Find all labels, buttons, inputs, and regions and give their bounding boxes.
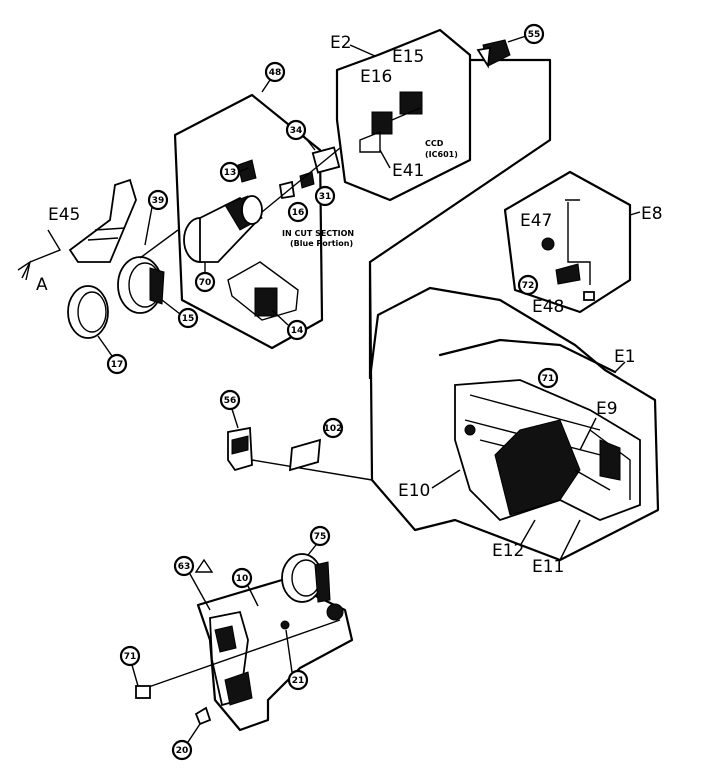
panel-48: 48 13 70 14 (173, 61, 324, 350)
callout-75: 75 (314, 532, 327, 542)
label-e15: E15 (392, 47, 424, 67)
parts-34-31-16: 34 31 16 IN CUT SECTION (Blue Portion) (261, 119, 354, 248)
label-e9: E9 (596, 399, 618, 419)
label-e2: E2 (330, 33, 352, 53)
label-e12: E12 (492, 541, 524, 561)
label-blue-portion: (Blue Portion) (290, 239, 353, 248)
label-e47: E47 (520, 211, 552, 231)
label-e11: E11 (532, 557, 564, 577)
callout-31: 31 (319, 192, 332, 202)
callout-14: 14 (291, 326, 304, 336)
callout-56: 56 (224, 396, 237, 406)
label-e1: E1 (614, 347, 636, 367)
callout-34: 34 (290, 126, 303, 136)
label-e10: E10 (398, 481, 430, 501)
label-e41: E41 (392, 161, 424, 181)
callout-39: 39 (152, 196, 165, 206)
callout-63: 63 (178, 562, 191, 572)
callout-21: 21 (292, 676, 305, 686)
callout-102: 102 (324, 424, 343, 434)
outline-e1-group (368, 260, 660, 562)
callout-71: 71 (124, 652, 137, 662)
callout-70: 70 (199, 278, 212, 288)
label-cut-section: IN CUT SECTION (282, 229, 354, 238)
panel-e8: E8 E47 72 E48 (503, 170, 663, 317)
ccd-holder-part (371, 111, 393, 135)
callout-10: 10 (236, 574, 249, 584)
label-ccd: CCD (425, 139, 444, 148)
callout-17: 17 (111, 360, 124, 370)
ccd-block-part (399, 91, 423, 115)
label-a: A (36, 275, 48, 295)
label-e48: E48 (532, 297, 564, 317)
part-55: 55 (476, 23, 545, 69)
callout-55: 55 (528, 30, 541, 40)
label-e45: E45 (48, 205, 80, 225)
callout-13: 13 (224, 168, 237, 178)
callout-71-e1: 71 (542, 374, 555, 384)
group-e45: E45 A 39 15 17 (17, 178, 199, 375)
panel-e2: E2 E15 E16 CCD (IC601) E41 (330, 28, 552, 264)
label-e16: E16 (360, 67, 392, 87)
callout-16: 16 (292, 208, 305, 218)
callout-15: 15 (182, 314, 195, 324)
label-e8: E8 (641, 204, 663, 224)
callout-72: 72 (522, 281, 535, 291)
callout-48: 48 (269, 68, 282, 78)
callout-20: 20 (176, 746, 189, 756)
label-ic601: (IC601) (425, 150, 458, 159)
bottom-assembly: 75 63 10 21 71 20 (119, 525, 354, 761)
panel-e1: E1 71 E9 E10 E12 E11 (398, 338, 641, 577)
parts-56-102: 56 102 (219, 389, 373, 481)
